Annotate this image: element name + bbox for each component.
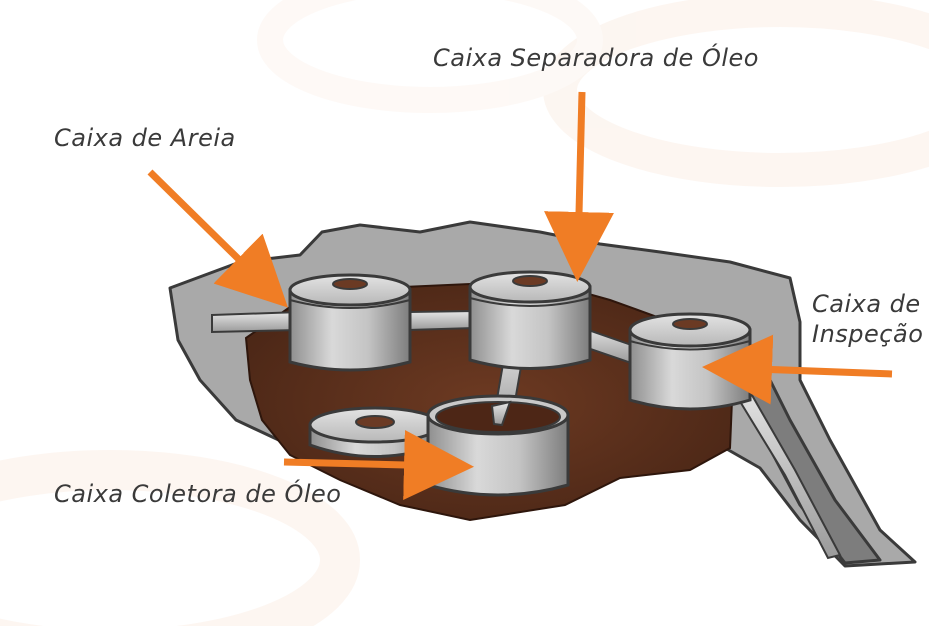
label-caixa-inspecao-line2: Inspeção [812, 320, 924, 348]
pipe-areia-separadora [407, 309, 476, 332]
oil-collector-box [426, 394, 570, 497]
arrow-separadora [544, 91, 615, 282]
label-caixa-coletora: Caixa Coletora de Óleo [54, 480, 342, 508]
arrow-inspecao [702, 334, 893, 405]
arrows [147, 91, 893, 500]
label-caixa-inspecao-line1: Caixa de [812, 290, 921, 318]
label-caixa-separadora: Caixa Separadora de Óleo [433, 44, 759, 72]
arrow-areia [147, 169, 288, 308]
oil-separator-box [468, 270, 592, 370]
inspection-box [628, 312, 752, 411]
collector-lid [308, 406, 442, 458]
label-caixa-areia: Caixa de Areia [54, 124, 236, 152]
label-caixa-inspecao: Caixa de Inspeção [812, 289, 923, 349]
inlet-pipe [211, 310, 301, 334]
sand-box [288, 273, 412, 372]
arrow-coletora [283, 429, 474, 500]
